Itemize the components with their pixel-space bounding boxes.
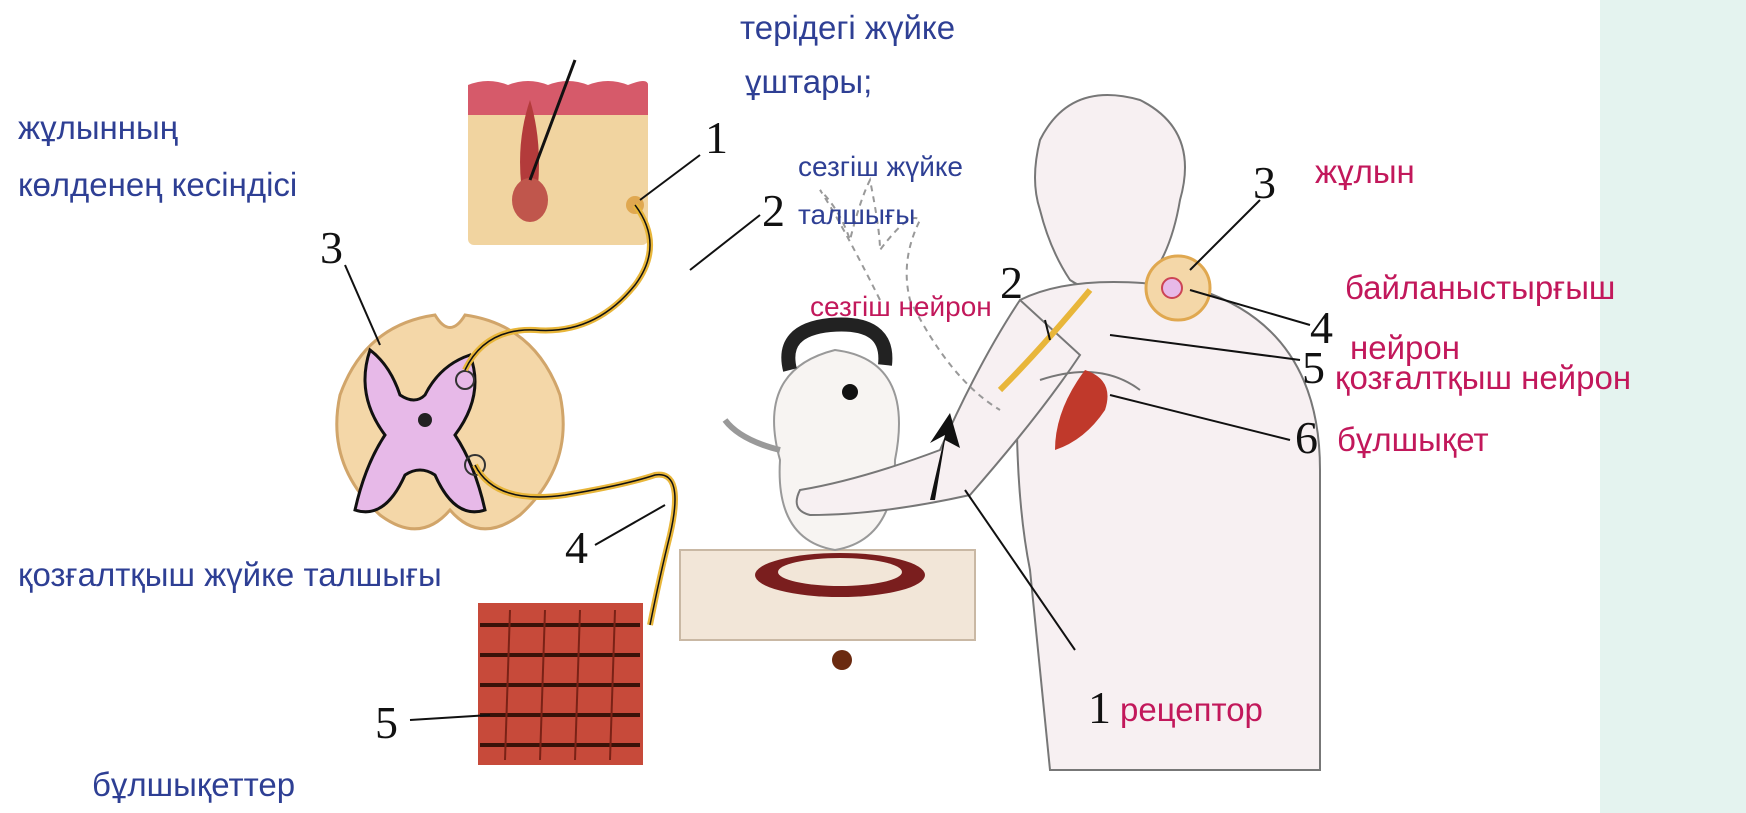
motor-neuron-label: қозғалтқыш нейрон <box>1335 358 1631 398</box>
number-left-1: 1 <box>705 115 728 161</box>
number-left-5: 5 <box>375 700 398 746</box>
number-right-6: 6 <box>1295 415 1318 461</box>
skin-section <box>468 60 648 245</box>
spinal-cord-label: жұлын <box>1315 152 1415 192</box>
cross-section-label-2: көлденең кесіндісі <box>18 165 297 205</box>
motor-fiber-label: қозғалтқыш жүйке талшығы <box>18 555 442 595</box>
number-left-2: 2 <box>762 188 785 234</box>
sensory-fiber-label: сезгіш жүйке <box>798 150 963 184</box>
sensory-fiber-label-2: талшығы <box>798 198 915 232</box>
skin-nerve-endings-label: терідегі жүйке <box>740 8 955 48</box>
number-right-1: 1 <box>1088 685 1111 731</box>
number-left-3: 3 <box>320 225 343 271</box>
cross-section-label: жұлынның <box>18 108 178 148</box>
number-left-4: 4 <box>565 525 588 571</box>
sensory-neuron-label: сезгіш нейрон <box>810 290 992 324</box>
number-right-2: 2 <box>1000 260 1023 306</box>
interneuron-label: байланыстырғыш <box>1345 268 1615 308</box>
skin-nerve-endings-label-2: ұштары; <box>745 62 872 102</box>
number-right-3: 3 <box>1253 160 1276 206</box>
number-right-5: 5 <box>1302 345 1325 391</box>
muscle-label: бұлшықет <box>1337 420 1489 460</box>
muscle-block <box>478 603 643 765</box>
receptor-label: рецептор <box>1120 690 1263 730</box>
muscles-label: бұлшықеттер <box>92 765 295 805</box>
